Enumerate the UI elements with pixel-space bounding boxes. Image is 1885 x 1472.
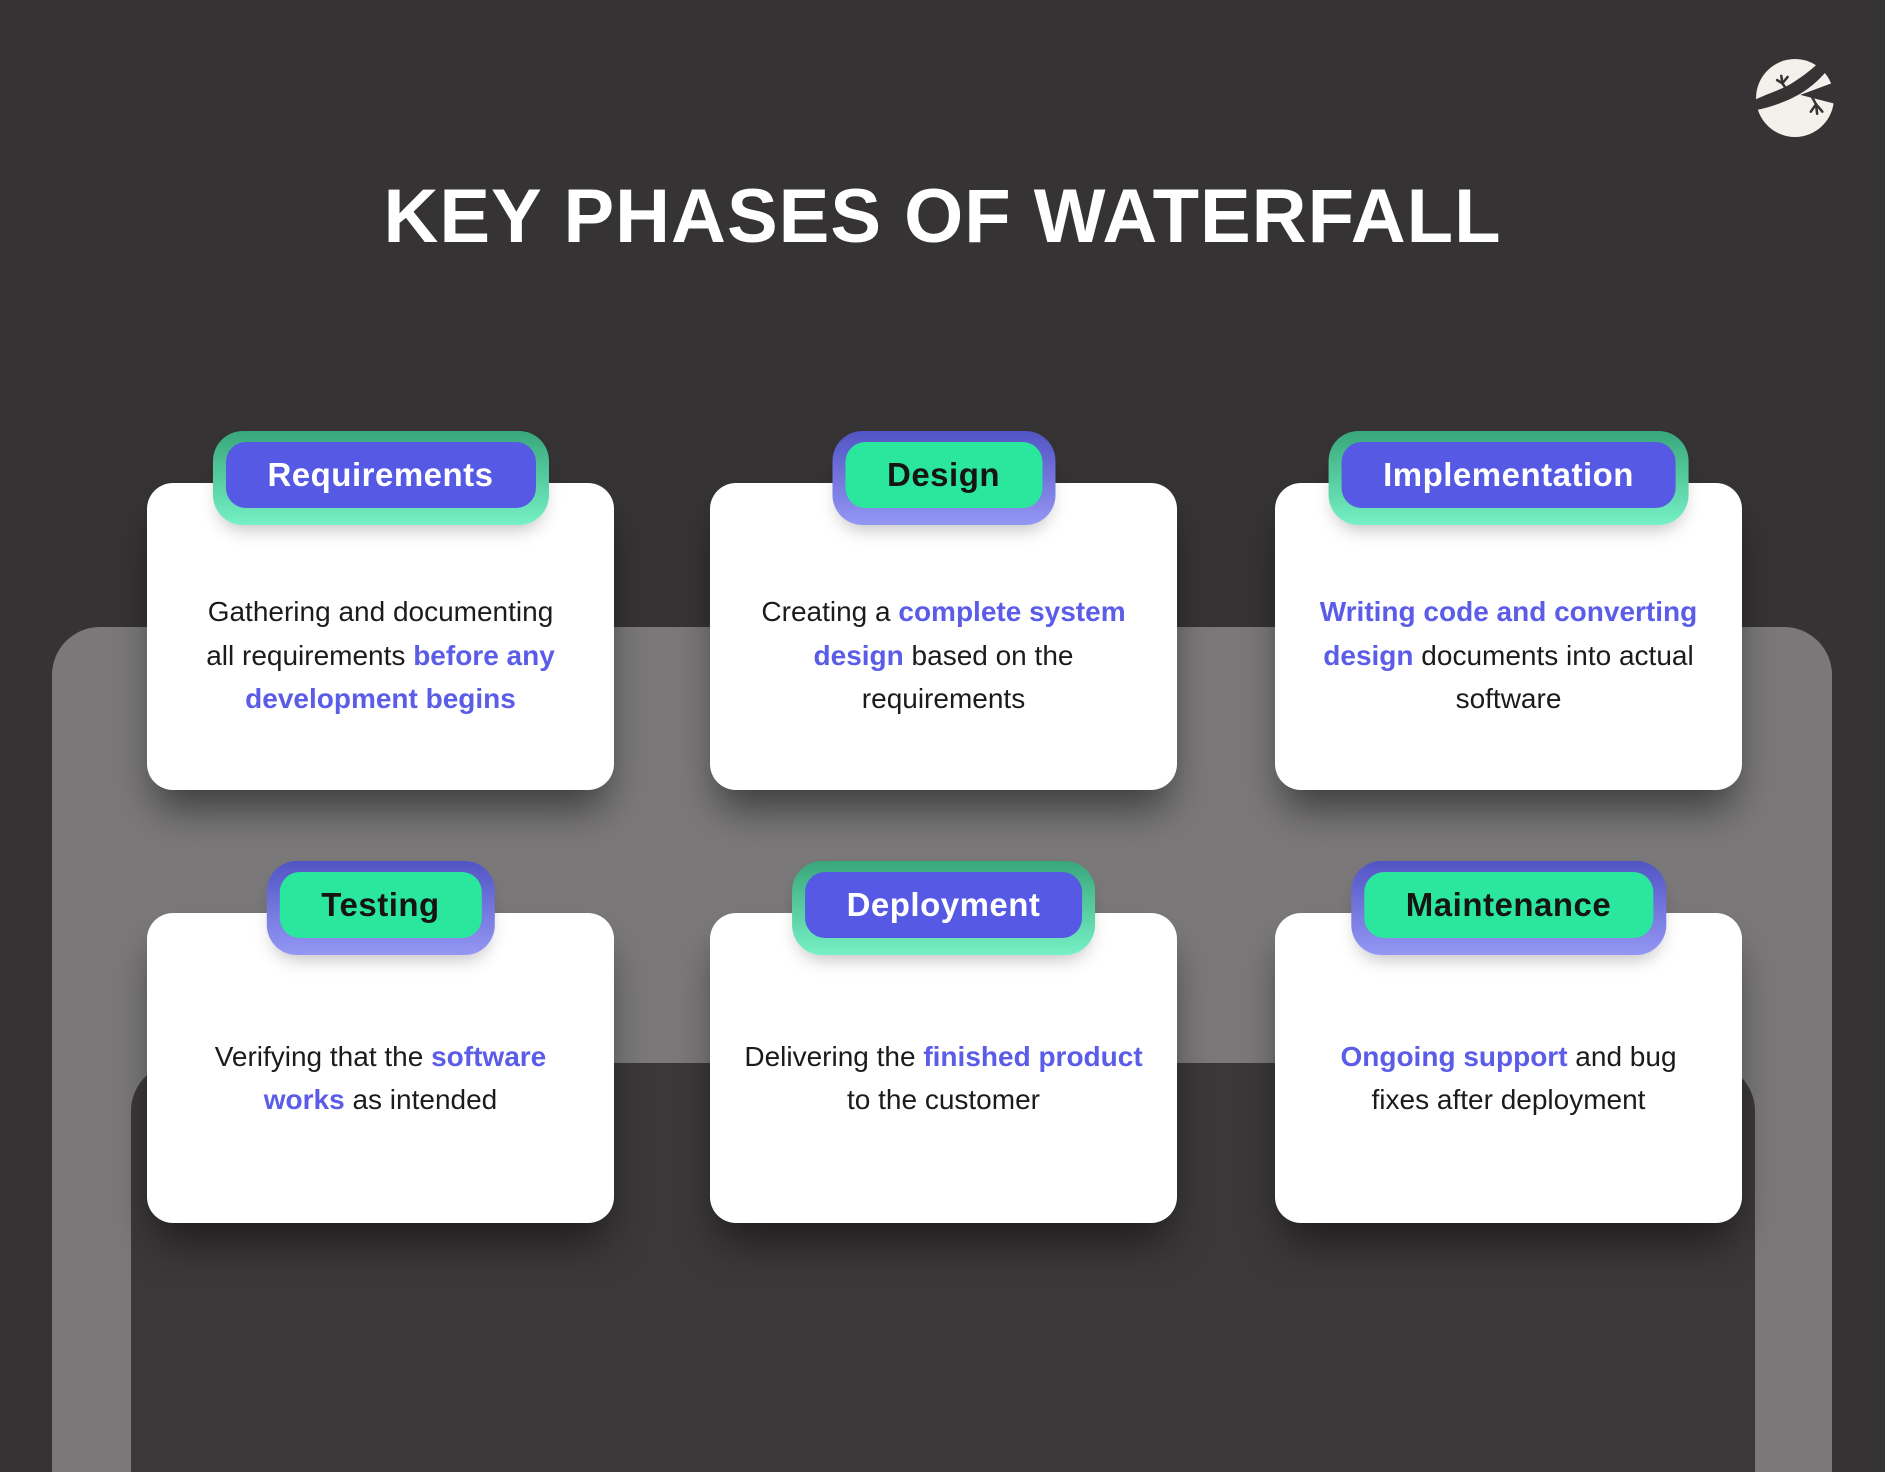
desc-segment: Gathering and documenting all requiremen… (206, 596, 554, 671)
desc-segment: Delivering the (744, 1040, 924, 1072)
card-implementation: Implementation Writing code and converti… (1275, 431, 1742, 790)
gecko-logo-icon (1753, 58, 1838, 138)
card-testing: Testing Verifying that the software work… (147, 861, 614, 1223)
card-deployment: Deployment Delivering the finished produ… (710, 861, 1177, 1223)
badge-design: Design (831, 431, 1056, 525)
page-title: KEY PHASES OF WATERFALL (383, 173, 1502, 259)
badge-requirements: Requirements (212, 431, 549, 525)
desc-segment: before any development begins (245, 639, 555, 715)
desc-segment: Ongoing support (1340, 1040, 1568, 1072)
badge-implementation: Implementation (1328, 431, 1689, 525)
card-maintenance: Maintenance Ongoing support and bug fixe… (1275, 861, 1742, 1223)
desc-segment: Verifying that the (214, 1040, 432, 1072)
badge-deployment-label: Deployment (804, 872, 1083, 938)
card-requirements: Requirements Gathering and documenting a… (147, 431, 614, 790)
desc-segment: and bug fixes after deployment (1371, 1040, 1677, 1115)
badge-maintenance: Maintenance (1350, 861, 1667, 955)
desc-segment: documents into actual software (1421, 639, 1694, 715)
card-implementation-description: Writing code and converting design docum… (1320, 590, 1698, 720)
badge-maintenance-label: Maintenance (1363, 872, 1654, 938)
badge-implementation-label: Implementation (1341, 442, 1676, 508)
badge-requirements-label: Requirements (225, 442, 536, 508)
badge-design-label: Design (844, 442, 1043, 508)
card-design: Design Creating a complete system design… (710, 431, 1177, 790)
desc-segment: finished product (923, 1040, 1143, 1072)
desc-segment: complete system design (813, 596, 1126, 671)
card-testing-description: Verifying that the software works as int… (215, 1035, 547, 1122)
desc-segment: software works (263, 1040, 547, 1115)
desc-segment: based on the requirements (861, 639, 1074, 715)
card-maintenance-description: Ongoing support and bug fixes after depl… (1340, 1035, 1676, 1122)
desc-segment: Creating a (761, 596, 899, 628)
badge-testing-label: Testing (279, 872, 482, 938)
desc-segment: as intended (344, 1084, 498, 1115)
card-deployment-description: Delivering the finished product to the c… (744, 1035, 1142, 1122)
desc-segment: Writing code and converting design (1319, 596, 1698, 671)
desc-segment: to the customer (847, 1084, 1040, 1115)
card-requirements-description: Gathering and documenting all requiremen… (206, 590, 555, 720)
badge-deployment: Deployment (791, 861, 1096, 955)
card-design-description: Creating a complete system design based … (761, 590, 1125, 720)
badge-testing: Testing (266, 861, 495, 955)
